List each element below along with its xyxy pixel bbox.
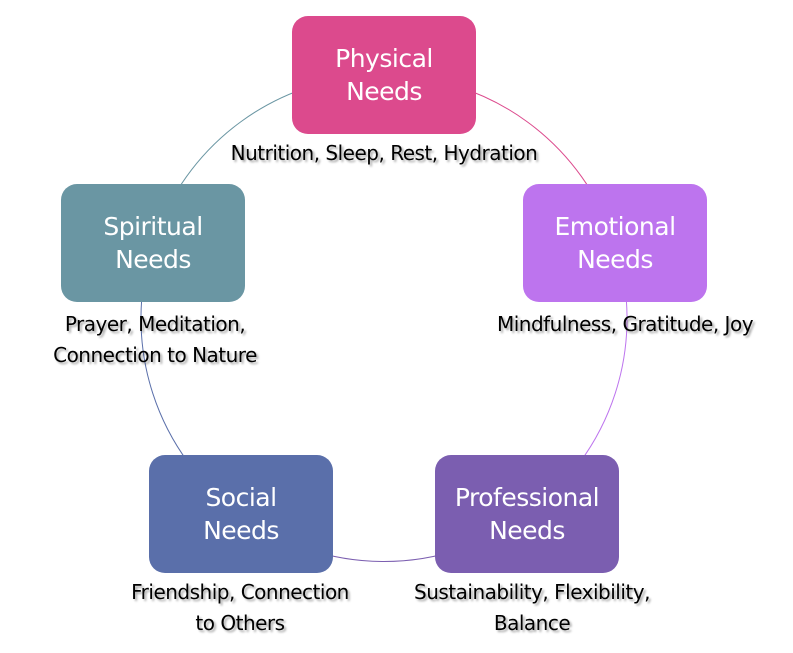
node-title-line2: Needs [489,516,565,545]
spiritual-needs-node: Spiritual Needs [61,184,245,302]
social-needs-node: Social Needs [149,455,333,573]
description-line: to Others [195,611,285,635]
social-needs-description: Friendship, Connection to Others [100,577,380,639]
professional-needs-node: Professional Needs [435,455,619,573]
description-line: Balance [493,611,571,635]
physical-needs-node: Physical Needs [292,16,476,134]
node-title-line1: Spiritual [103,212,203,241]
physical-needs-description: Nutrition, Sleep, Rest, Hydration [200,138,568,169]
node-title-line2: Needs [346,77,422,106]
node-title-line1: Emotional [554,212,676,241]
node-title-line2: Needs [203,516,279,545]
node-title-line1: Social [205,483,277,512]
emotional-needs-node: Emotional Needs [523,184,707,302]
emotional-needs-description: Mindfulness, Gratitude, Joy [470,309,780,340]
spiritual-needs-description: Prayer, Meditation, Connection to Nature [15,309,295,371]
description-line: Connection to Nature [53,343,257,367]
description-line: Nutrition, Sleep, Rest, Hydration [230,141,538,165]
description-line: Sustainability, Flexibility, [414,580,650,604]
description-line: Friendship, Connection [131,580,349,604]
description-line: Prayer, Meditation, [64,312,246,336]
node-title-line2: Needs [115,245,191,274]
node-title-line1: Professional [454,483,600,512]
professional-needs-description: Sustainability, Flexibility, Balance [392,577,672,639]
node-title-line1: Physical [335,44,433,73]
node-title-line2: Needs [577,245,653,274]
description-line: Mindfulness, Gratitude, Joy [496,312,754,336]
